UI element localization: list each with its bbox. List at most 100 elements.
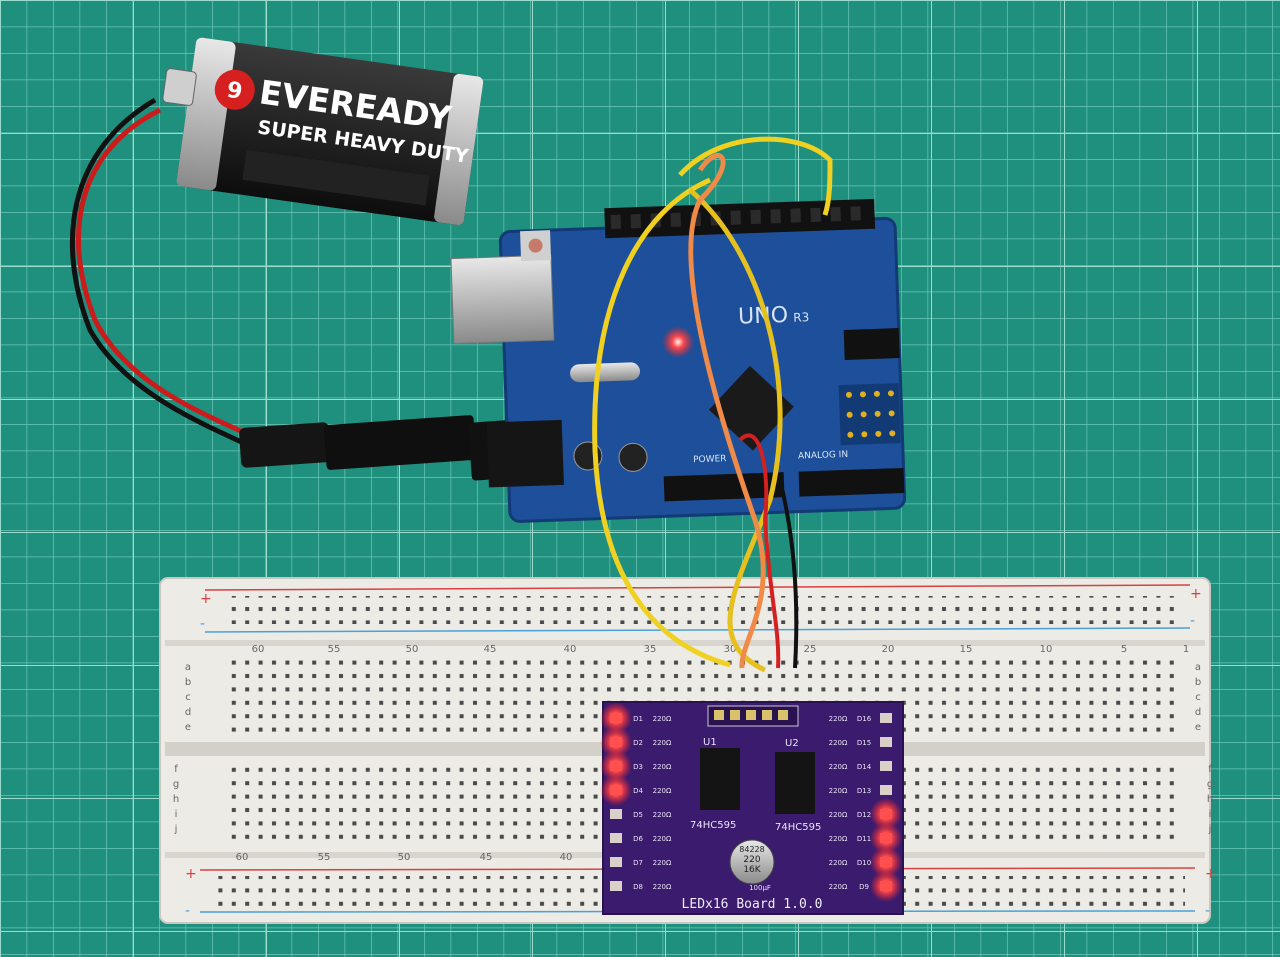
row-letter: b [185,677,191,688]
u2-chip-name: 74HC595 [775,822,821,833]
row-letter: j [1208,824,1212,835]
led-d6 [610,833,622,843]
wire-red [738,433,781,669]
led-d10 [880,857,892,867]
electrolytic-capacitor [729,839,775,885]
led-label: D16 [857,715,872,723]
resistor-label: 220Ω [653,835,672,843]
row-letter: e [185,722,191,733]
led-label: D7 [633,859,643,867]
rail-minus-bottom: - [185,903,190,919]
resistor-label: 220Ω [829,835,848,843]
wire-orange [688,153,766,669]
u1-chip-name: 74HC595 [690,820,736,831]
led-label: D6 [633,835,643,843]
led-label: D3 [633,763,643,771]
battery-wire-black [70,97,264,455]
arduino-revision: R3 [793,310,809,325]
row-letter: d [185,707,191,718]
led-d4 [610,785,622,795]
column-number: 30 [724,644,737,655]
led-d1 [610,713,622,723]
led-d11 [880,833,892,843]
u2-ref: U2 [785,738,799,749]
led-pcb: U1 U2 74HC595 74HC595 84228 220 16K 100µ… [602,701,904,915]
battery: 9 EVEREADY SUPER HEAVY DUTY [162,37,484,226]
led-d7 [610,857,622,867]
led-d15 [880,737,892,747]
led-d13 [880,785,892,795]
column-number: 10 [1040,644,1053,655]
arduino-power-label: POWER [693,454,727,465]
row-letter: g [173,779,179,790]
wire-yellow-arch [678,136,833,216]
wire-yellow-cross [688,188,783,673]
row-letter: i [1209,809,1212,820]
capacitor-code: 84228 [739,845,764,854]
capacitor-voltage: 16K [743,865,761,875]
resistor-label: 220Ω [653,739,672,747]
led-d2 [610,737,622,747]
rail-plus-bottom-right: + [1205,866,1217,882]
led-label: D15 [857,739,871,747]
column-number: 50 [406,644,419,655]
resistor-label: 220Ω [829,715,848,723]
led-label: D2 [633,739,643,747]
column-number: 40 [564,644,577,655]
resistor-label: 220Ω [829,811,848,819]
usb-port [450,254,555,345]
resistor-label: 220Ω [829,859,848,867]
column-number: 50 [398,852,411,863]
resistor-label: 220Ω [829,739,848,747]
led-label: D5 [633,811,643,819]
row-letter: f [1208,764,1212,775]
column-number: 55 [318,852,331,863]
row-letter: g [1207,779,1213,790]
row-letter: h [173,794,179,805]
led-label: D12 [857,811,871,819]
eveready-cat-logo-icon [214,69,255,110]
resistor-label: 220Ω [653,883,672,891]
battery-logo-number: 9 [225,78,244,105]
led-d8 [610,881,622,891]
shift-register-u1 [700,748,740,810]
resistor-label: 220Ω [653,811,672,819]
row-letter: j [174,824,178,835]
resistor-label: 220Ω [653,859,672,867]
column-number: 15 [960,644,973,655]
rail-minus-bottom-right: - [1205,903,1210,919]
column-number: 60 [252,644,265,655]
led-label: D10 [857,859,871,867]
row-letter: i [175,809,178,820]
capacitor-capacity: 100µF [749,884,771,892]
column-number: 45 [484,644,497,655]
arduino-analog-label: ANALOG IN [798,450,848,462]
row-letter: e [1195,722,1201,733]
row-letter: f [174,764,178,775]
column-number: 55 [328,644,341,655]
led-d14 [880,761,892,771]
rail-plus-top-right: + [1190,586,1202,602]
arduino-board: UNO R3 ANALOG IN POWER [450,198,907,523]
row-letter: c [185,692,191,703]
wire-black [778,479,799,669]
battery-wire-red [76,107,262,443]
rail-plus-top: + [200,591,212,607]
row-letter: c [1195,692,1201,703]
row-letter: a [1195,662,1201,673]
led-board-title: LEDx16 Board 1.0.0 [682,897,823,912]
led-d5 [610,809,622,819]
led-d3 [610,761,622,771]
row-letter: h [1207,794,1213,805]
column-number: 45 [480,852,493,863]
led-d9 [880,881,892,891]
row-letter: b [1195,677,1201,688]
wire-yellow-loop [592,177,731,668]
power-header [663,472,785,502]
resistor-label: 220Ω [829,883,848,891]
led-label: D11 [857,835,871,843]
column-number: 5 [1121,644,1127,655]
